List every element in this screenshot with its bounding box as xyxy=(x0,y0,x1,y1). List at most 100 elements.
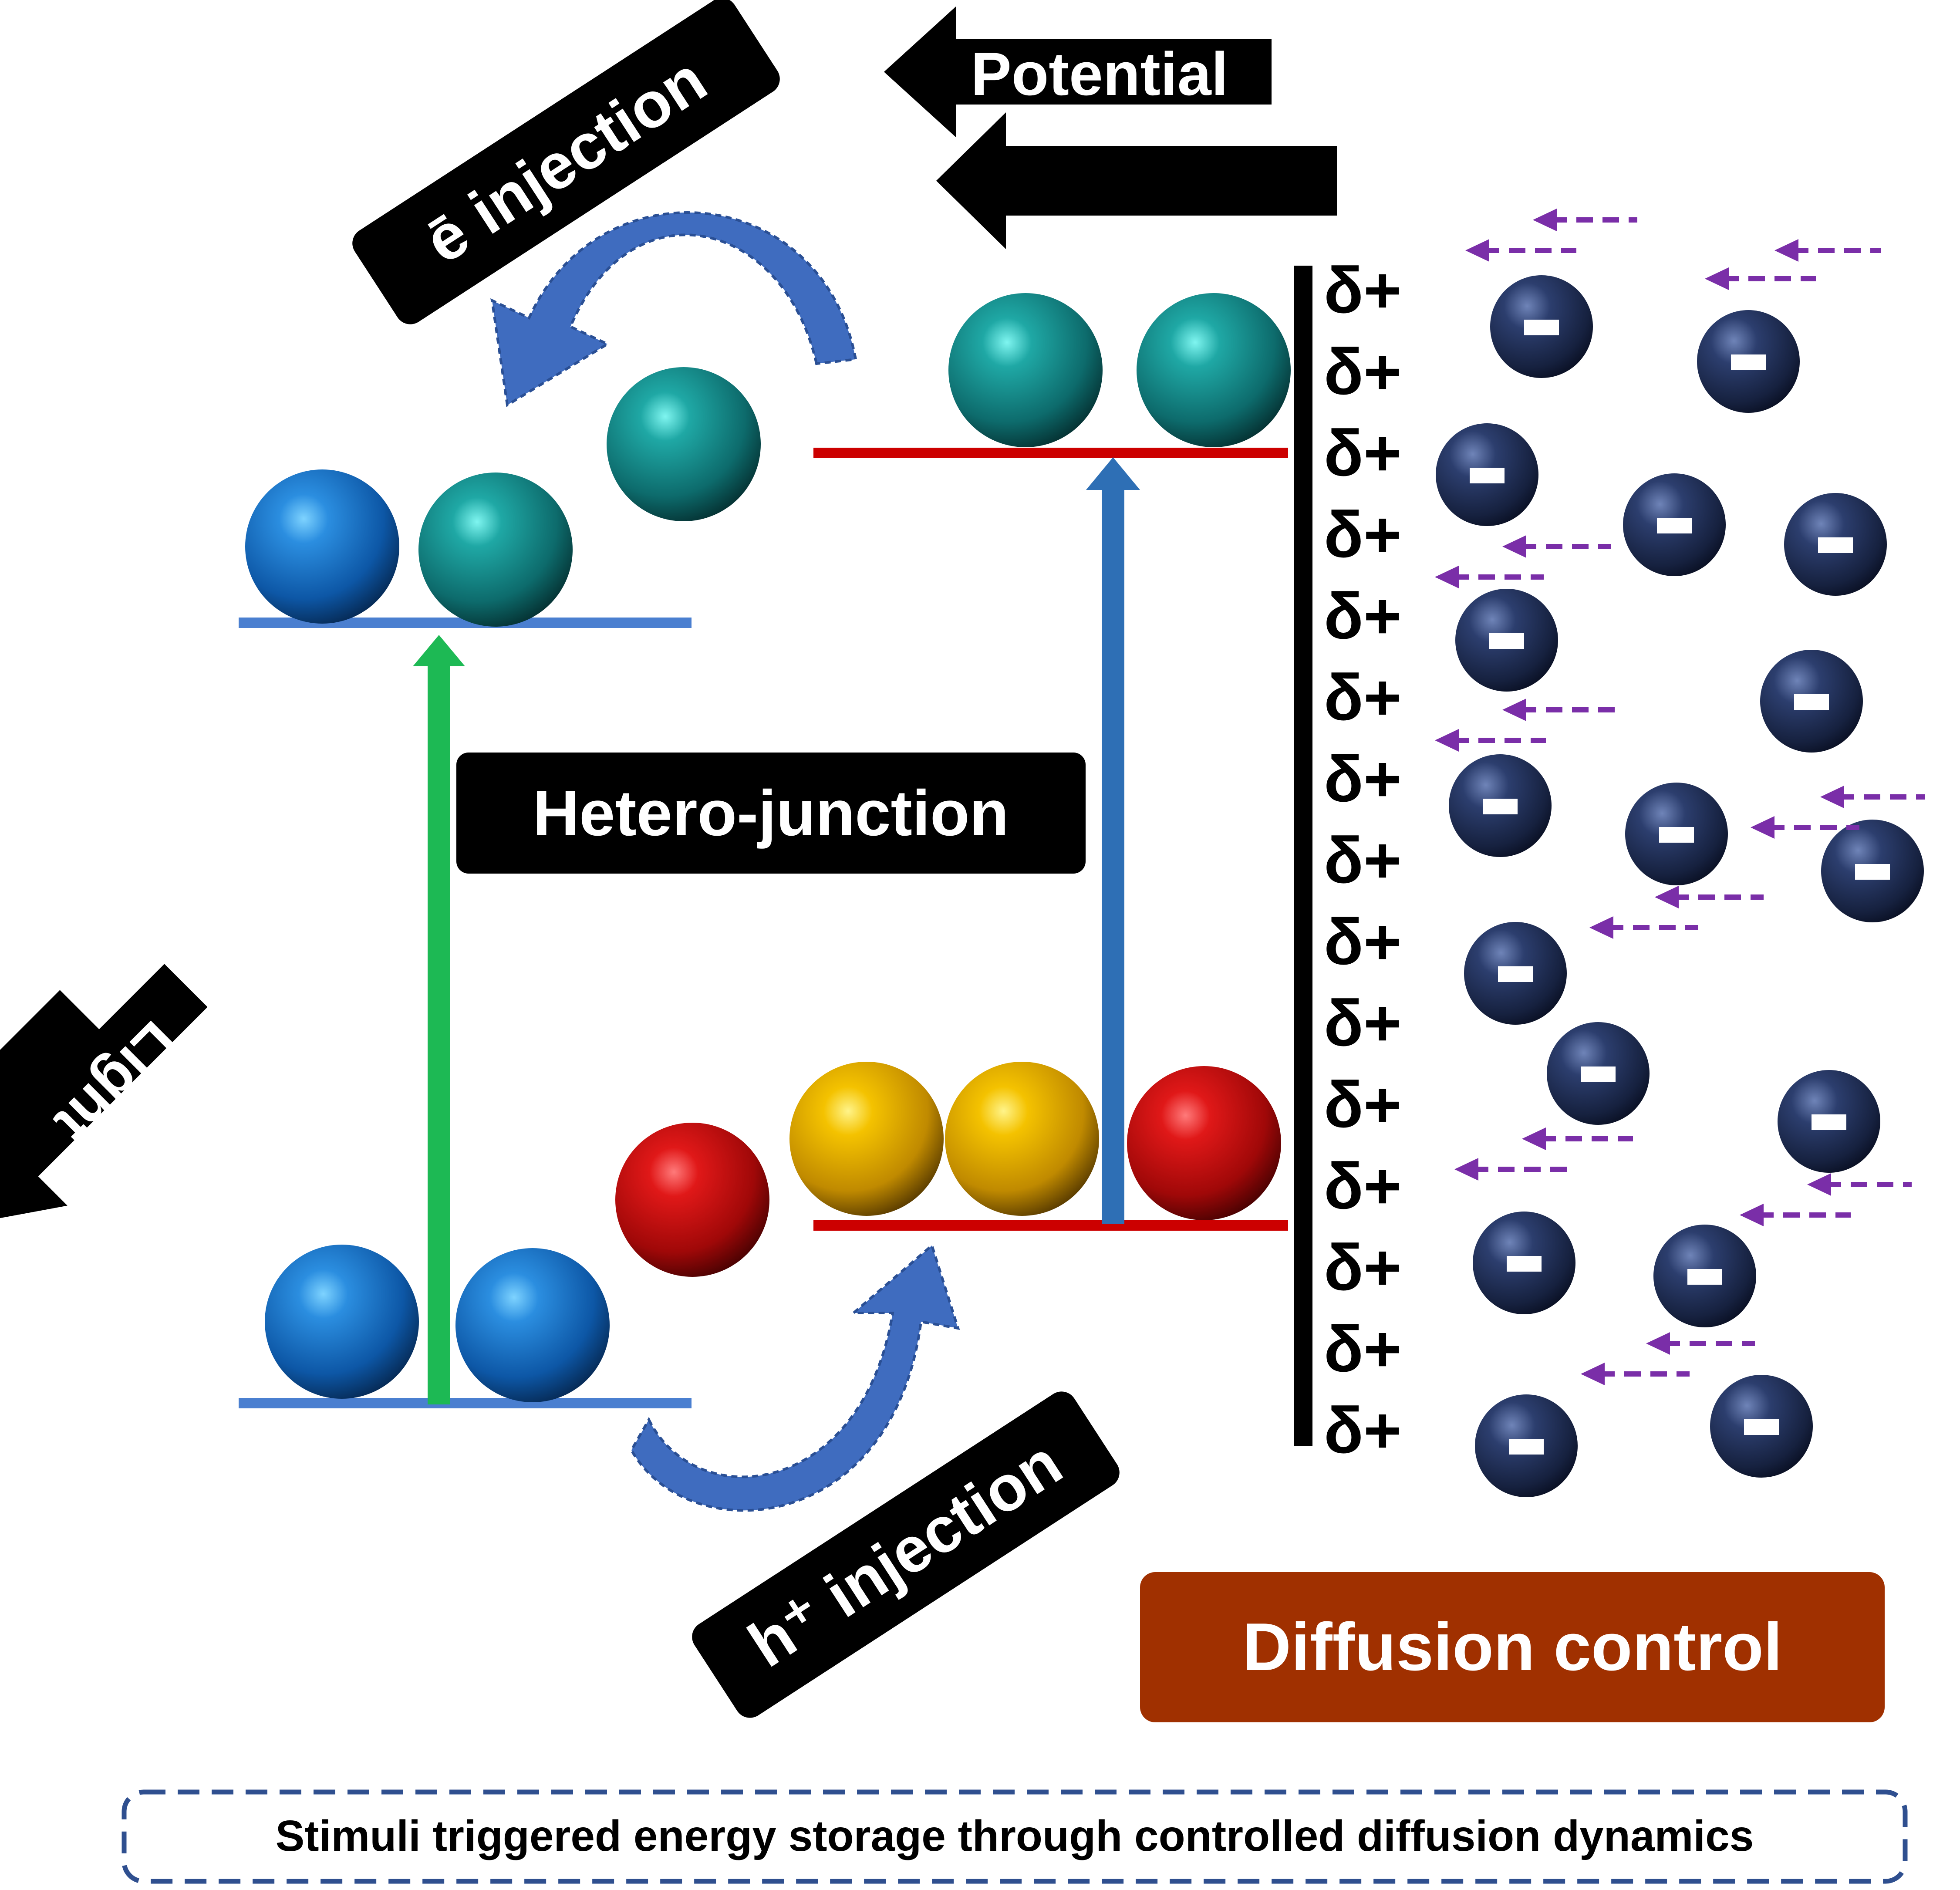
blue-sphere xyxy=(245,469,399,624)
surface-charge: δ+ xyxy=(1324,498,1402,571)
surface-charge-column: δ+ δ+ δ+ δ+ δ+ δ+ δ+ δ+ δ+ δ+ δ+ δ+ δ+ δ… xyxy=(1324,253,1402,1467)
migration-arrow xyxy=(1751,816,1859,839)
anion xyxy=(1464,922,1567,1025)
migration-arrow xyxy=(1502,699,1616,721)
red-sphere xyxy=(1127,1066,1281,1220)
anion-minus-sign xyxy=(1744,1419,1779,1435)
anion xyxy=(1475,1394,1578,1497)
migration-arrow xyxy=(1820,786,1925,808)
anion xyxy=(1547,1022,1650,1125)
migration-arrow xyxy=(1740,1204,1851,1226)
teal-sphere xyxy=(1137,293,1291,447)
hole-transfer-curved-arrow xyxy=(630,1243,960,1512)
migration-arrow xyxy=(1435,729,1546,752)
surface-charge: δ+ xyxy=(1324,1231,1402,1304)
blue-sphere xyxy=(455,1248,610,1402)
green-excitation-arrow xyxy=(413,635,465,1404)
surface-charge: δ+ xyxy=(1324,1394,1402,1467)
migration-arrow xyxy=(1807,1173,1912,1196)
light-arrow: Light xyxy=(0,964,208,1229)
anion-minus-sign xyxy=(1855,864,1890,880)
teal-sphere xyxy=(418,472,573,627)
anion xyxy=(1653,1225,1756,1327)
anion-minus-sign xyxy=(1483,799,1518,814)
anion-minus-sign xyxy=(1507,1256,1542,1272)
teal-sphere-free xyxy=(607,367,761,521)
yellow-sphere xyxy=(789,1062,944,1216)
yellow-sphere xyxy=(945,1062,1099,1216)
anion xyxy=(1778,1070,1880,1173)
surface-charge: δ+ xyxy=(1324,1068,1402,1141)
anion-field xyxy=(1436,275,1924,1497)
surface-charge: δ+ xyxy=(1324,579,1402,652)
anion xyxy=(1623,473,1726,576)
diffusion-control-box: Diffusion control xyxy=(1140,1572,1885,1722)
hetero-junction-label: Hetero-junction xyxy=(456,753,1086,874)
potential-label: Potential xyxy=(884,7,1272,137)
anion xyxy=(1784,493,1887,596)
anion xyxy=(1697,310,1800,413)
anion-minus-sign xyxy=(1509,1439,1544,1455)
migration-arrow xyxy=(1705,267,1816,290)
surface-charge: δ+ xyxy=(1324,661,1402,734)
surface-charge: δ+ xyxy=(1324,253,1402,327)
migration-arrow xyxy=(1774,239,1881,262)
anion xyxy=(1473,1212,1575,1314)
anion xyxy=(1625,783,1728,885)
caption-box: Stimuli triggered energy storage through… xyxy=(121,1789,1908,1884)
anion-minus-sign xyxy=(1687,1269,1722,1285)
svg-text:Diffusion control: Diffusion control xyxy=(1242,1609,1782,1684)
surface-charge: δ+ xyxy=(1324,335,1402,408)
blue-sphere xyxy=(265,1245,419,1399)
svg-text:ē injection: ē injection xyxy=(412,43,719,277)
anion xyxy=(1455,589,1558,692)
migration-arrow xyxy=(1522,1127,1633,1150)
hole-injection-label: h⁺ injection xyxy=(692,1391,1120,1718)
teal-sphere xyxy=(948,293,1103,447)
anion-minus-sign xyxy=(1731,354,1766,370)
anion-minus-sign xyxy=(1794,694,1829,710)
surface-charge: δ+ xyxy=(1324,905,1402,978)
anion-minus-sign xyxy=(1657,518,1692,533)
anion xyxy=(1449,754,1552,857)
anion-minus-sign xyxy=(1498,966,1533,982)
blue-excitation-arrow xyxy=(1086,457,1140,1224)
migration-arrow xyxy=(1655,886,1764,908)
svg-text:h⁺ injection: h⁺ injection xyxy=(736,1427,1074,1681)
surface-charge: δ+ xyxy=(1324,824,1402,897)
surface-charge: δ+ xyxy=(1324,742,1402,815)
anion-minus-sign xyxy=(1524,320,1559,335)
electrode-surface xyxy=(1294,266,1312,1446)
svg-text:Stimuli triggered energy stora: Stimuli triggered energy storage through… xyxy=(276,1812,1754,1860)
anion-minus-sign xyxy=(1812,1114,1846,1130)
anion xyxy=(1821,820,1924,922)
migration-arrow xyxy=(1454,1158,1568,1181)
anion-minus-sign xyxy=(1489,633,1524,649)
anion-minus-sign xyxy=(1581,1066,1616,1082)
svg-text:Potential: Potential xyxy=(971,40,1228,108)
anion-minus-sign xyxy=(1659,827,1694,843)
anion xyxy=(1436,423,1538,526)
migration-arrow xyxy=(1581,1363,1690,1385)
light-arrow xyxy=(0,990,103,1206)
anion-minus-sign xyxy=(1818,537,1853,553)
anion xyxy=(1760,650,1863,753)
anion-minus-sign xyxy=(1470,468,1505,483)
anion xyxy=(1490,275,1593,378)
electron-transfer-curved-arrow xyxy=(490,211,857,407)
red-sphere-free xyxy=(615,1123,769,1277)
surface-charge: δ+ xyxy=(1324,986,1402,1060)
svg-text:Hetero-junction: Hetero-junction xyxy=(533,777,1009,849)
lower-left-energy-level xyxy=(239,1398,692,1408)
potential-arrow xyxy=(936,112,1337,249)
anion xyxy=(1710,1375,1813,1478)
surface-charge: δ+ xyxy=(1324,416,1402,489)
lower-right-energy-level xyxy=(813,1220,1288,1231)
migration-arrow xyxy=(1465,239,1576,262)
migration-arrow xyxy=(1435,566,1544,588)
upper-right-energy-level xyxy=(813,448,1288,458)
migration-arrow xyxy=(1502,535,1611,558)
migration-arrow xyxy=(1646,1332,1755,1355)
surface-charge: δ+ xyxy=(1324,1312,1402,1385)
